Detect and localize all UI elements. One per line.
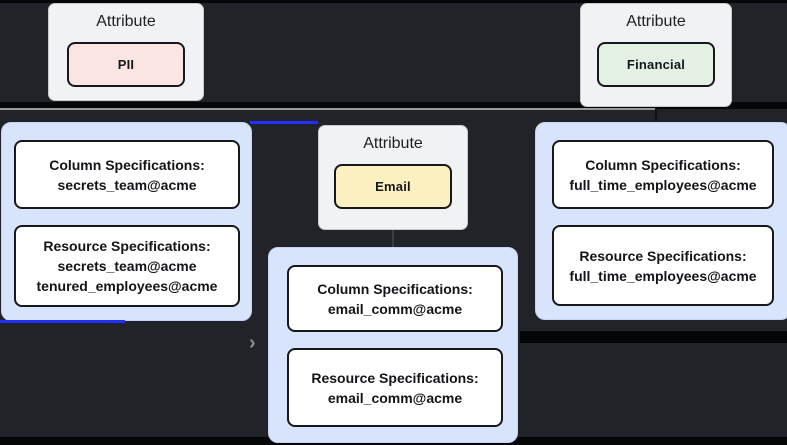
attribute-label: Email <box>375 179 411 194</box>
edge-accent-bottom <box>0 320 125 323</box>
attribute-pill-pii: PII <box>67 42 185 87</box>
spec-value: email_comm@acme <box>327 389 463 406</box>
spec-group-financial: Column Specifications: full_time_employe… <box>535 122 787 320</box>
spec-value: full_time_employees@acme <box>569 176 757 193</box>
resource-specs-box: Resource Specifications: email_comm@acme <box>287 348 503 427</box>
attribute-pill-email: Email <box>334 164 452 209</box>
spec-value: tenured_employees@acme <box>36 278 218 294</box>
attribute-title: Attribute <box>363 135 423 152</box>
connector-horizontal-bus <box>0 108 657 110</box>
spec-box-title: Column Specifications: <box>585 156 741 173</box>
divider-band-right <box>520 331 787 343</box>
arrowhead-icon: › <box>249 332 256 354</box>
spec-box-title: Column Specifications: <box>317 280 473 297</box>
spec-box-title: Column Specifications: <box>49 156 205 173</box>
divider-band-middle <box>0 102 787 109</box>
attribute-label: Financial <box>626 57 686 72</box>
attribute-pill-financial: Financial <box>597 42 715 87</box>
attribute-title: Attribute <box>626 13 686 30</box>
attribute-node-financial: Attribute Financial <box>580 3 732 107</box>
spec-box-title: Resource Specifications: <box>311 369 479 386</box>
attribute-title: Attribute <box>96 13 156 30</box>
spec-box-title: Resource Specifications: <box>43 238 211 254</box>
spec-value: secrets_team@acme <box>57 176 197 193</box>
spec-value: email_comm@acme <box>327 300 463 317</box>
attribute-label: PII <box>117 57 135 72</box>
connector-email-to-specs <box>392 229 394 247</box>
divider-band-top <box>0 0 787 3</box>
resource-specs-box: Resource Specifications: full_time_emplo… <box>552 225 774 306</box>
attribute-node-pii: Attribute PII <box>48 3 204 101</box>
edge-accent-top <box>250 121 318 124</box>
resource-specs-box: Resource Specifications: secrets_team@ac… <box>14 225 240 307</box>
spec-group-pii: Column Specifications: secrets_team@acme… <box>1 122 252 321</box>
spec-value: secrets_team@acme <box>57 258 197 274</box>
spec-box-title: Resource Specifications: <box>579 247 747 264</box>
spec-value: full_time_employees@acme <box>569 267 757 284</box>
attribute-node-email: Attribute Email <box>318 125 468 230</box>
column-specs-box: Column Specifications: secrets_team@acme <box>14 140 240 209</box>
column-specs-box: Column Specifications: email_comm@acme <box>287 265 503 332</box>
spec-group-email: Column Specifications: email_comm@acme R… <box>268 247 518 443</box>
connector-stub-financial <box>655 108 657 121</box>
column-specs-box: Column Specifications: full_time_employe… <box>552 140 774 209</box>
